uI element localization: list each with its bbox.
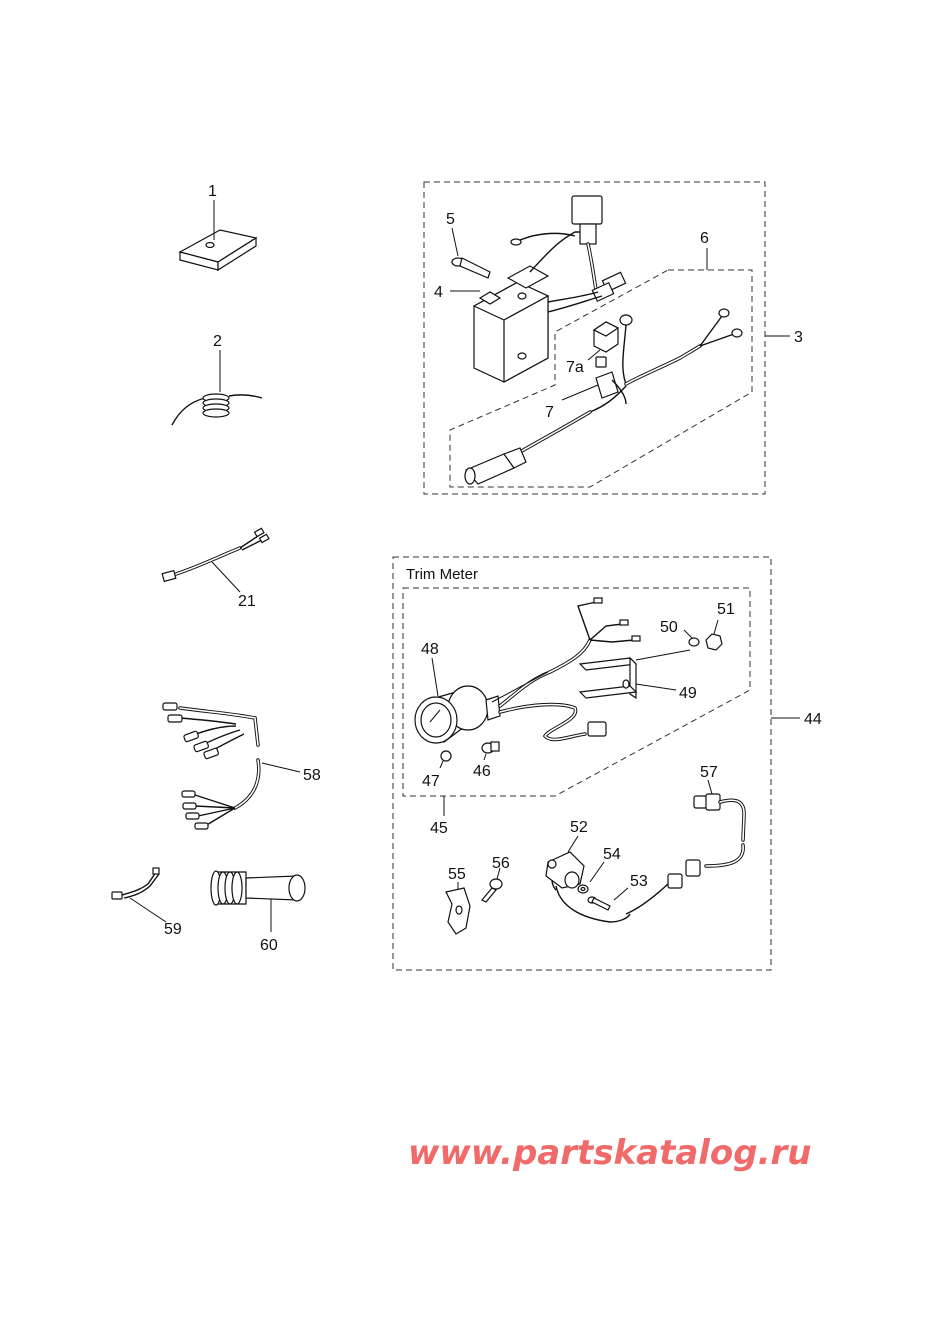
callout-49: 49 — [679, 685, 697, 702]
callout-7: 7 — [545, 404, 554, 421]
part-6-harness — [464, 308, 743, 485]
callout-47: 47 — [422, 773, 440, 790]
callout-59: 59 — [164, 921, 182, 938]
callout-6: 6 — [700, 230, 709, 247]
callout-48: 48 — [421, 641, 439, 658]
part-7-fuse-holder — [561, 356, 627, 405]
part-49-bracket — [578, 656, 677, 700]
part-4-regulator — [450, 265, 550, 384]
part-21-cable — [161, 527, 270, 593]
part-46-bulb — [481, 741, 500, 761]
part-59-lead — [111, 867, 167, 923]
callout-5: 5 — [446, 211, 455, 228]
part-56-bolt — [481, 867, 503, 903]
part-53-screw — [587, 887, 629, 911]
callout-51: 51 — [717, 601, 735, 618]
callout-50: 50 — [660, 619, 678, 636]
part-55-clip — [445, 882, 471, 935]
part-47-cap — [439, 750, 452, 769]
part-60-fitting — [210, 870, 306, 932]
callout-2: 2 — [213, 333, 222, 350]
callout-45: 45 — [430, 820, 448, 837]
callout-54: 54 — [603, 846, 621, 863]
part-48-trim-gauge — [414, 657, 501, 744]
part-54-washer — [577, 861, 605, 894]
part-51-nut — [705, 619, 723, 651]
callout-58: 58 — [303, 767, 321, 784]
part-5-bolt — [451, 227, 491, 279]
part-52-sender — [545, 835, 631, 923]
callout-57: 57 — [700, 764, 718, 781]
callout-44: 44 — [804, 711, 822, 728]
group-3-box — [423, 181, 766, 495]
callout-46: 46 — [473, 763, 491, 780]
callout-21: 21 — [238, 593, 256, 610]
part-57-extension — [625, 779, 746, 915]
callout-53: 53 — [630, 873, 648, 890]
part-50-washer — [683, 629, 700, 647]
callout-56: 56 — [492, 855, 510, 872]
callout-1: 1 — [208, 183, 217, 200]
watermark-text: www.partskatalog.ru — [408, 1133, 812, 1173]
part-1-pad — [178, 200, 258, 272]
callout-60: 60 — [260, 937, 278, 954]
callout-7a: 7a — [566, 359, 584, 376]
callout-52: 52 — [570, 819, 588, 836]
callout-55: 55 — [448, 866, 466, 883]
part-gauge-wires — [491, 597, 641, 742]
group-44-box — [392, 556, 772, 971]
trim-meter-title: Trim Meter — [406, 566, 478, 583]
callout-3: 3 — [794, 329, 803, 346]
part-58-harness — [162, 702, 301, 830]
part-2-coil — [171, 350, 263, 426]
group-6-box — [449, 269, 753, 488]
part-regulator-wires — [510, 195, 627, 313]
part-7a-relay — [587, 321, 620, 361]
callout-4: 4 — [434, 284, 443, 301]
